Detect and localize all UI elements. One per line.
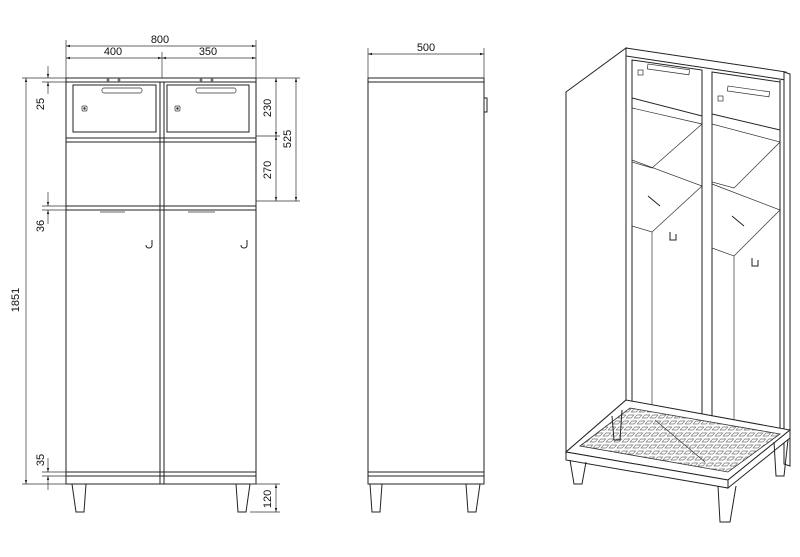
dim-drawer-zone-height: 525 <box>282 130 294 148</box>
left-lock-icon <box>81 105 88 112</box>
dim-top-gap: 25 <box>35 98 47 110</box>
iso-left-top-compartment <box>631 59 703 117</box>
front-body-outline <box>65 77 257 485</box>
side-rear-leg <box>465 483 481 513</box>
iso-left-handle <box>646 63 690 76</box>
right-top-compartment <box>166 84 250 133</box>
iso-hat-shelf-left <box>631 159 703 233</box>
right-lock-icon <box>174 105 181 112</box>
iso-right-handle <box>726 85 770 98</box>
left-top-compartment <box>72 84 157 133</box>
iso-right-top-compartment <box>711 71 781 131</box>
right-hook-icon <box>240 240 248 249</box>
dim-right-width: 350 <box>199 46 217 58</box>
side-front-leg <box>369 483 383 513</box>
dim-shelf-thickness: 36 <box>35 220 47 232</box>
iso-leg <box>569 459 587 485</box>
side-body-outline <box>367 77 485 485</box>
dim-leg-height: 120 <box>262 490 274 508</box>
left-compartment-handle <box>101 87 143 94</box>
front-view: 800 400 350 1851 25 36 35 230 270 525 <box>10 34 300 513</box>
iso-floor-grate <box>579 407 781 473</box>
side-handle <box>484 97 488 113</box>
dim-overall-width: 800 <box>151 34 169 46</box>
dim-depth: 500 <box>417 42 435 54</box>
dim-overall-height: 1851 <box>10 288 22 312</box>
front-right-leg <box>235 483 251 513</box>
dim-left-width: 400 <box>104 46 122 58</box>
left-hook-icon <box>145 240 153 249</box>
iso-hook-icon <box>647 195 677 241</box>
side-view: 500 <box>367 42 488 513</box>
dim-lower-space: 270 <box>262 161 274 179</box>
iso-hat-shelf-right <box>711 183 781 257</box>
dim-compartment-height: 230 <box>262 99 274 117</box>
isometric-view <box>564 47 792 523</box>
right-compartment-handle <box>195 87 237 94</box>
iso-side-panel <box>565 47 627 454</box>
front-left-leg <box>71 483 87 513</box>
iso-lock-icon <box>637 69 724 102</box>
dim-bottom-gap: 35 <box>35 454 47 466</box>
